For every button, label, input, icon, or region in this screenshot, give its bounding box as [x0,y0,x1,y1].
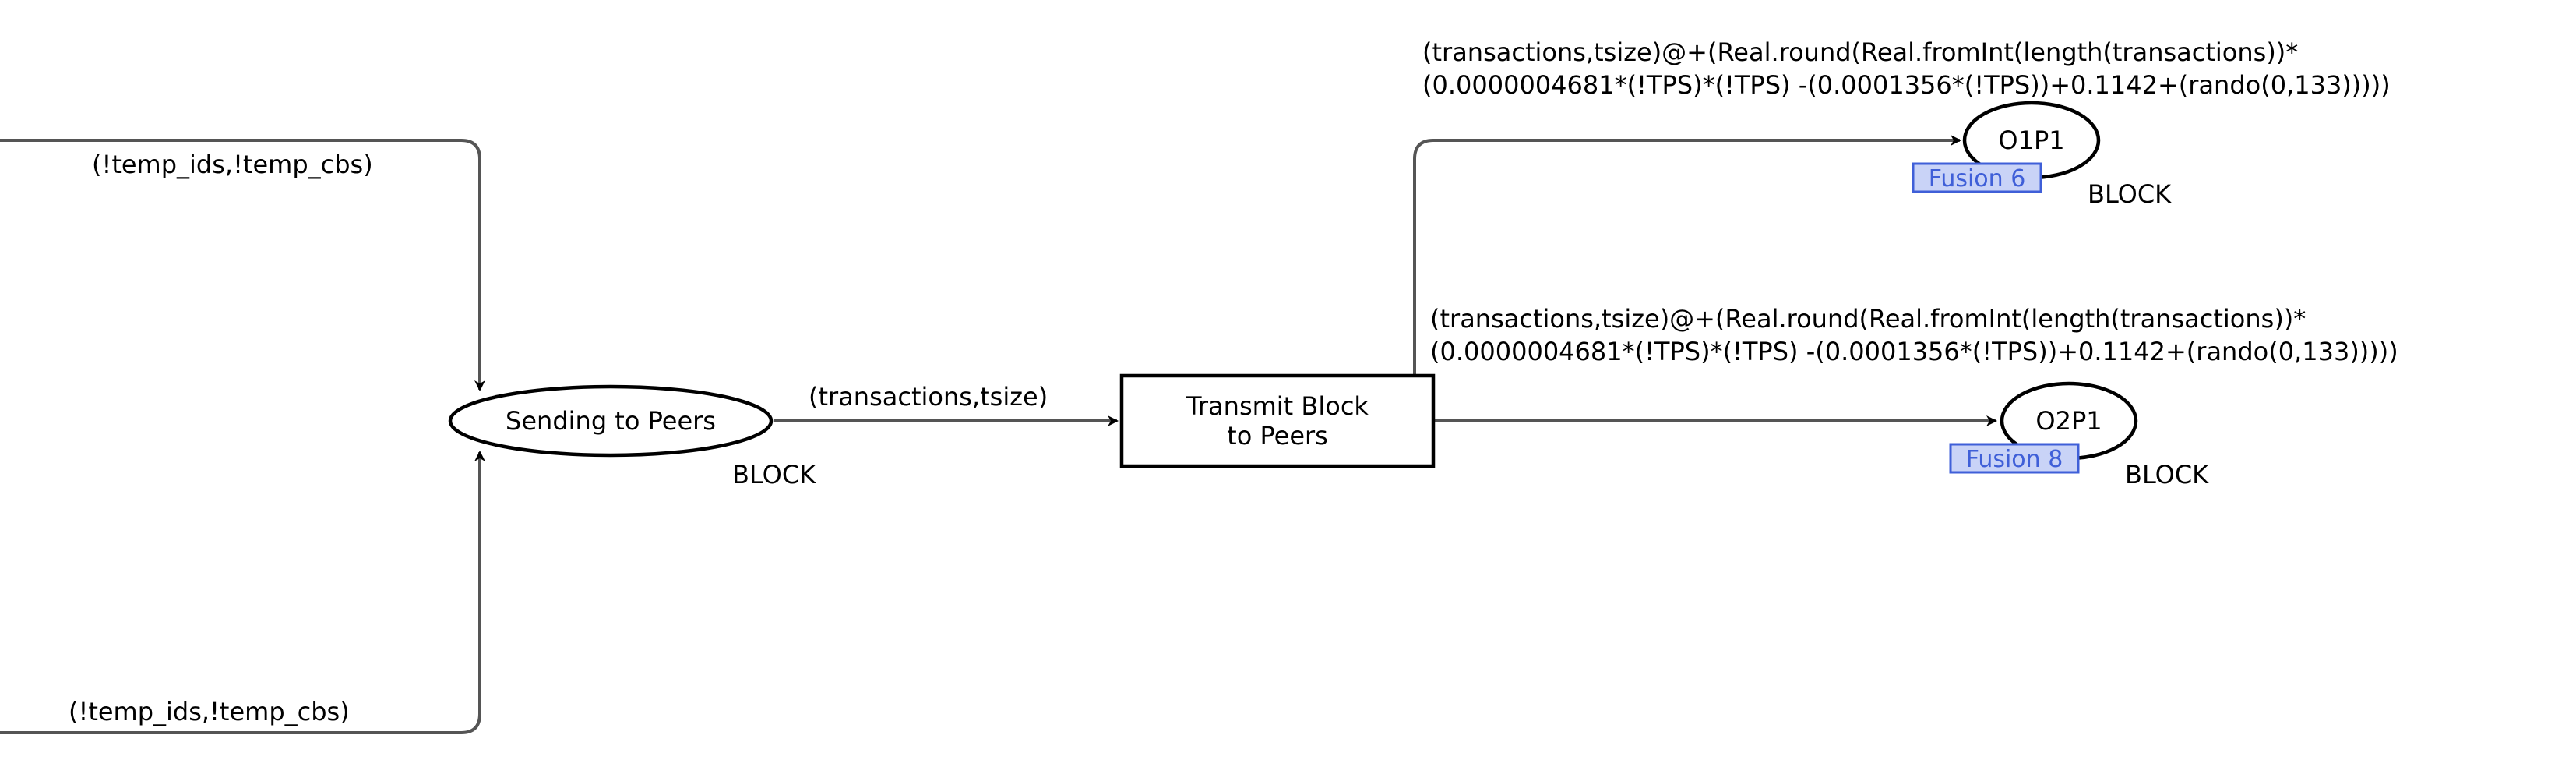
place-o2p1-colorset: BLOCK [2125,460,2209,489]
arc-to-o1p1-inscription-line2: (0.0000004681*(!TPS)*(!TPS) -(0.0001356*… [1422,70,2391,100]
place-sending-to-peers[interactable]: Sending to Peers [448,384,774,458]
place-o1p1-colorset: BLOCK [2088,179,2172,209]
place-sending-label: Sending to Peers [506,406,716,436]
transition-transmit-block[interactable]: Transmit Block to Peers [1119,373,1436,468]
fusion-tag-6: Fusion 6 [1912,162,2042,193]
arc-to-transmit-inscription: (transactions,tsize) [809,382,1048,412]
transition-transmit-label-line1: Transmit Block [1186,391,1369,421]
transition-transmit-rect[interactable] [1119,373,1436,468]
place-o2p1-label: O2P1 [2035,406,2102,436]
place-o1p1-label: O1P1 [1998,125,2064,155]
fusion-tag-6-box [1912,162,2042,193]
transition-transmit-label-line2: to Peers [1227,421,1328,451]
fusion-tag-8-label: Fusion 8 [1966,446,2063,473]
place-o1p1[interactable]: O1P1 [1962,101,2101,180]
arc-bottom-input[interactable] [0,451,485,734]
place-sending-ellipse[interactable] [448,384,774,458]
arc-top-input[interactable] [0,139,485,391]
arc-transmit-to-o1p1[interactable] [1413,135,1961,374]
arc-to-o2p1-inscription-line2: (0.0000004681*(!TPS)*(!TPS) -(0.0001356*… [1430,337,2398,366]
fusion-tag-8-box [1949,443,2080,474]
place-sending-colorset: BLOCK [732,460,816,489]
arc-to-o1p1-inscription-line1: (transactions,tsize)@+(Real.round(Real.f… [1422,37,2298,67]
arc-bottom-input-inscription: (!temp_ids,!temp_cbs) [69,697,350,726]
arc-to-o2p1-inscription-line1: (transactions,tsize)@+(Real.round(Real.f… [1430,304,2306,334]
fusion-tag-8: Fusion 8 [1949,443,2080,474]
arc-top-input-inscription: (!temp_ids,!temp_cbs) [92,150,373,179]
fusion-tag-6-label: Fusion 6 [1929,165,2026,193]
